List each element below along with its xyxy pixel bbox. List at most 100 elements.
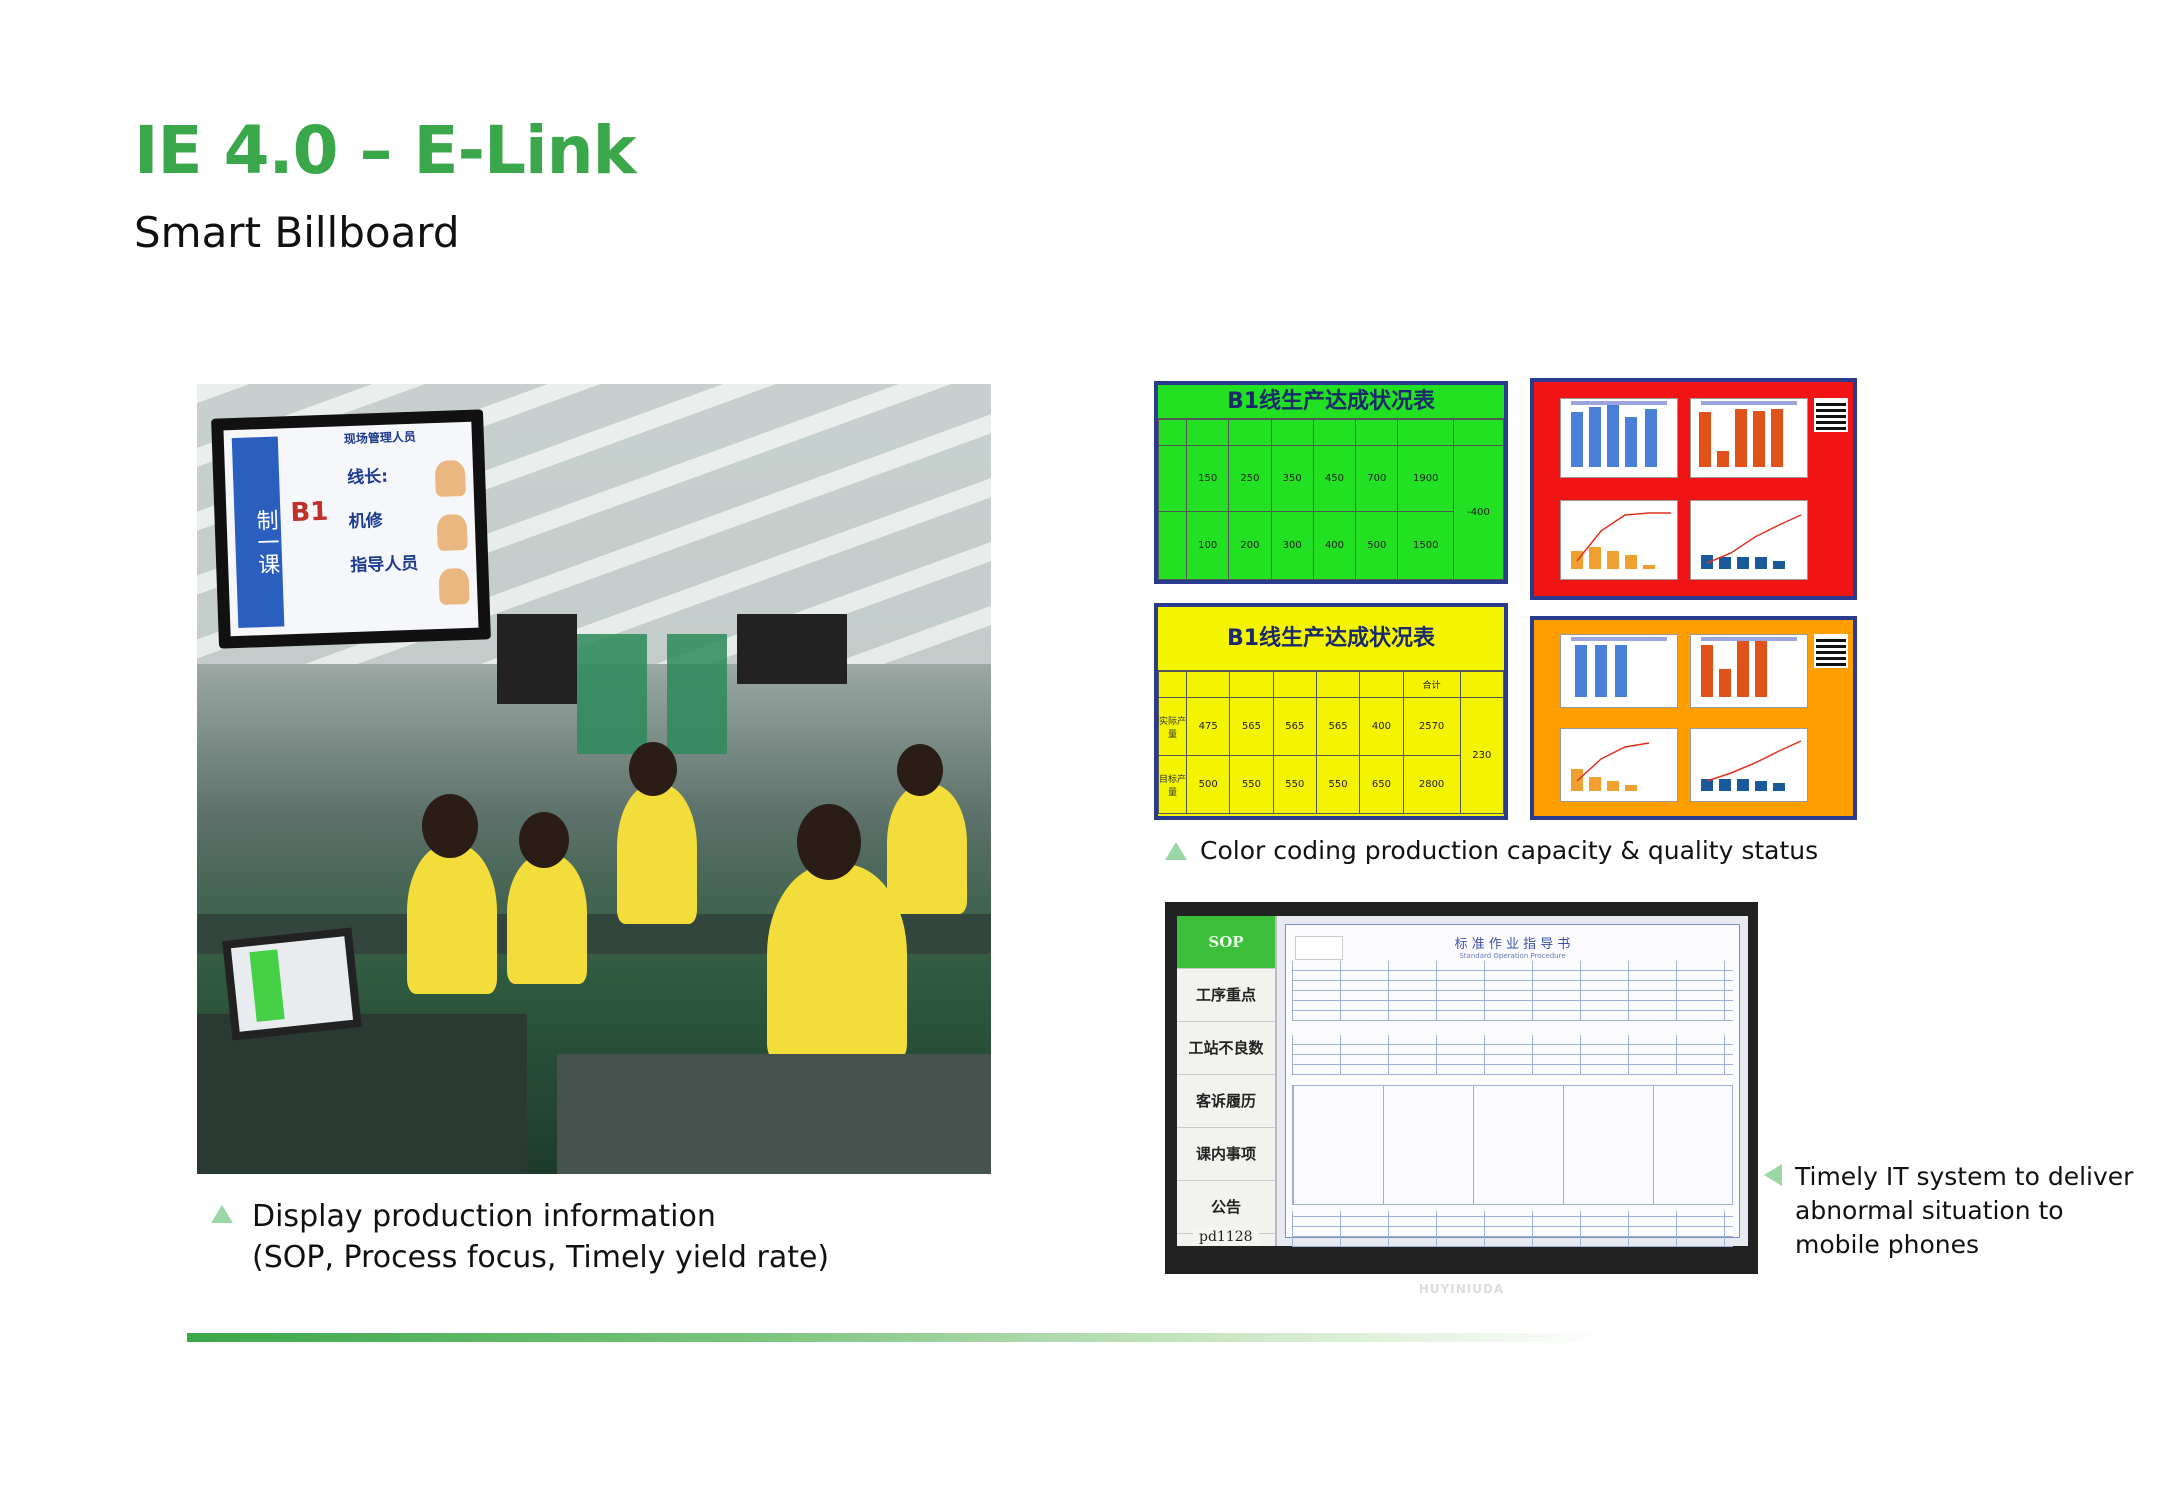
pareto-line [1576, 742, 1650, 782]
board-cell: 100 [1185, 511, 1230, 580]
photo-worker [407, 844, 497, 994]
mini-bar-chart [1560, 634, 1678, 708]
sop-menu-item[interactable]: 公告 [1177, 1181, 1275, 1234]
sop-menu-item[interactable]: 工序重点 [1177, 969, 1275, 1022]
board-cell: 2800 [1402, 755, 1461, 814]
sop-menu-item[interactable]: SOP [1177, 916, 1275, 969]
bullet-triangle-icon [1764, 1164, 1782, 1186]
dashboard-orange [1530, 616, 1857, 820]
photo-worker-head [797, 804, 861, 880]
photo-monitor-roles: 线长: 机修 指导人员 [346, 454, 419, 588]
board-cell: 565 [1229, 697, 1274, 756]
board-cell: 200 [1228, 511, 1272, 580]
photo-role: 线长: [346, 466, 389, 489]
board-diff: 230 [1459, 697, 1504, 814]
mini-pareto-chart [1560, 500, 1678, 580]
factory-photo: 制一课 B1 现场管理人员 线长: 机修 指导人员 [197, 384, 991, 1174]
board-cell: 550 [1315, 755, 1361, 814]
photo-role: 机修 [348, 510, 384, 533]
pareto-line [1706, 740, 1802, 782]
board-cell: 450 [1312, 445, 1357, 512]
photo-monitor-header: 现场管理人员 [343, 429, 417, 447]
pareto-line [1576, 512, 1671, 562]
sop-side-menu: SOP 工序重点 工站不良数 客诉履历 课内事项 公告 [1177, 916, 1277, 1246]
qr-code-icon [1814, 634, 1848, 668]
sop-doc-subtitle: Standard Operation Procedure [1459, 952, 1566, 960]
board-green-table: 150 250 350 450 700 1900 -400 100 200 30… [1158, 419, 1504, 580]
mini-pareto-chart [1560, 728, 1678, 802]
photo-worker [617, 784, 697, 924]
sop-menu-item[interactable]: 客诉履历 [1177, 1075, 1275, 1128]
board-cell: 300 [1270, 511, 1314, 580]
board-green: B1线生产达成状况表 150 250 350 450 700 1900 -400… [1154, 381, 1508, 584]
board-cell: 250 [1228, 445, 1272, 512]
photo-role: 指导人员 [349, 553, 419, 577]
caption-photo-line1: Display production information [252, 1199, 716, 1234]
mini-bar-chart [1690, 398, 1808, 478]
board-yellow: B1线生产达成状况表 合计 实际产量 475 565 565 565 400 2… [1154, 603, 1508, 820]
mini-pareto-chart [1690, 728, 1808, 802]
bullet-triangle-icon [211, 1205, 233, 1223]
photo-curtain [577, 634, 647, 754]
photo-worker-head [629, 742, 677, 796]
photo-worker-head [897, 744, 943, 796]
caption-sop-line2: abnormal situation to [1795, 1196, 2064, 1225]
photo-curtain [667, 634, 727, 754]
board-cell: 475 [1185, 697, 1231, 756]
pareto-line [1706, 514, 1802, 564]
board-yellow-table: 合计 实际产量 475 565 565 565 400 2570 230 目标产… [1158, 671, 1504, 814]
photo-face-avatar [438, 567, 470, 605]
photo-worker-head [422, 794, 478, 858]
caption-boards: Color coding production capacity & quali… [1200, 836, 1819, 865]
sop-monitor: SOP 工序重点 工站不良数 客诉履历 课内事项 公告 标 准 作 业 指 导 … [1165, 902, 1758, 1296]
photo-main-monitor: 制一课 B1 现场管理人员 线长: 机修 指导人员 [211, 409, 491, 649]
board-cell: 700 [1355, 445, 1399, 512]
photo-monitor-line-label: B1 [289, 496, 329, 529]
sop-menu-item[interactable]: 工站不良数 [1177, 1022, 1275, 1075]
caption-sop-line3: mobile phones [1795, 1230, 1979, 1259]
board-cell: 150 [1185, 445, 1230, 512]
sop-menu-item[interactable]: 课内事项 [1177, 1128, 1275, 1181]
caption-sop-line1: Timely IT system to deliver [1795, 1162, 2134, 1191]
board-cell: 565 [1315, 697, 1361, 756]
board-cell: 400 [1359, 697, 1404, 756]
caption-sop: Timely IT system to deliver abnormal sit… [1795, 1160, 2133, 1262]
board-row-label: 实际产量 [1158, 697, 1187, 756]
sop-doc-table [1292, 961, 1733, 1021]
caption-photo: Display production information (SOP, Pro… [252, 1196, 829, 1278]
board-cell: 500 [1185, 755, 1231, 814]
caption-photo-line2: (SOP, Process focus, Timely yield rate) [252, 1240, 830, 1275]
board-cell: 550 [1272, 755, 1317, 814]
footer-divider [187, 1333, 1607, 1342]
photo-worker-head [519, 812, 569, 868]
photo-background-monitor [737, 614, 847, 684]
qr-code-icon [1814, 398, 1848, 432]
sop-logo-placeholder [1295, 936, 1343, 960]
photo-face-avatar [436, 513, 468, 551]
board-cell: 400 [1312, 511, 1357, 580]
mini-pareto-chart [1690, 500, 1808, 580]
sop-document: 标 准 作 业 指 导 书 Standard Operation Procedu… [1285, 924, 1740, 1247]
photo-face-avatar [434, 459, 466, 498]
sop-doc-table [1292, 1211, 1733, 1247]
photo-workbench [197, 1014, 527, 1174]
photo-workbench [557, 1054, 991, 1174]
photo-worker [887, 784, 967, 914]
board-cell: 2570 [1402, 697, 1461, 756]
photo-background-monitor [497, 614, 577, 704]
board-row-label: 目标产量 [1158, 755, 1187, 814]
photo-monitor-side-text: 制一课 [231, 436, 285, 628]
photo-worker [767, 864, 907, 1064]
sop-doc-table [1292, 1035, 1733, 1075]
board-yellow-title: B1线生产达成状况表 [1158, 607, 1504, 671]
board-cell: 1900 [1397, 445, 1455, 512]
photo-worker [507, 854, 587, 984]
board-cell: 500 [1355, 511, 1399, 580]
mini-bar-chart [1560, 398, 1678, 478]
dashboard-red [1530, 378, 1857, 600]
slide-title: IE 4.0 – E-Link [134, 112, 637, 189]
sop-doc-diagram [1292, 1085, 1733, 1205]
board-total-label: 合计 [1402, 671, 1461, 698]
board-cell: 550 [1229, 755, 1274, 814]
sop-doc-title: 标 准 作 业 指 导 书 [1454, 937, 1571, 952]
